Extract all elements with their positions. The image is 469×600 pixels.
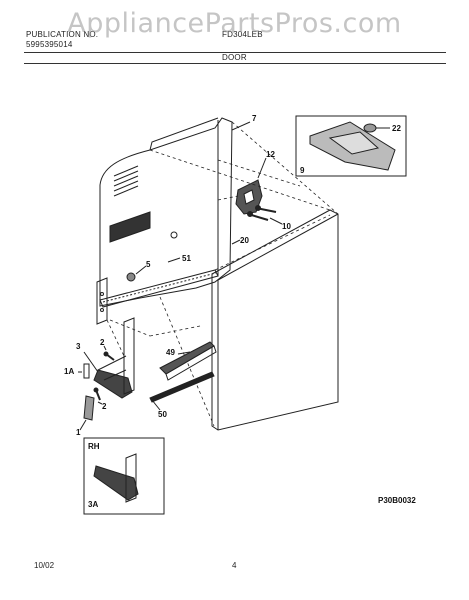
lower-rail xyxy=(99,269,219,308)
inner-door-panel xyxy=(99,117,233,307)
callout-7: 7 xyxy=(252,114,257,123)
diagram-code: P30B0032 xyxy=(378,496,416,505)
callout-1: 1 xyxy=(76,428,81,437)
callout-3: 3 xyxy=(76,342,81,351)
callout-2-bottom: 2 xyxy=(102,402,107,411)
callout-3a: 3A xyxy=(88,500,99,509)
callout-22: 22 xyxy=(392,124,401,133)
header-rule xyxy=(24,52,446,53)
callout-51: 51 xyxy=(182,254,191,263)
panel-dimple xyxy=(170,231,178,239)
publication-label: PUBLICATION NO. xyxy=(26,30,99,39)
front-door-skin xyxy=(211,209,339,431)
publication-number: 5995395014 xyxy=(26,40,73,49)
panel-top-edge xyxy=(149,117,219,151)
callout-1a: 1A xyxy=(64,367,75,376)
window-slot xyxy=(109,211,151,243)
inset-box-9 xyxy=(295,115,407,177)
door-skin-edge xyxy=(217,213,339,281)
callout-2-top: 2 xyxy=(100,338,105,347)
model-number: FD304LEB xyxy=(222,30,263,39)
pin-1a xyxy=(83,363,90,379)
roller-1 xyxy=(83,395,95,421)
callout-5: 5 xyxy=(146,260,151,269)
callout-9: 9 xyxy=(300,166,305,175)
footer-date: 10/02 xyxy=(34,561,55,570)
gasket-50 xyxy=(149,371,215,403)
footer-page-number: 4 xyxy=(232,561,237,570)
side-bracket xyxy=(96,277,108,325)
callout-rh: RH xyxy=(88,442,100,451)
vent-slots xyxy=(113,165,139,197)
hinge-arm-3 xyxy=(93,369,133,399)
callout-12: 12 xyxy=(266,150,275,159)
callout-49: 49 xyxy=(166,348,175,357)
callout-20: 20 xyxy=(240,236,249,245)
callout-50: 50 xyxy=(158,410,167,419)
hinge-arm-3a xyxy=(93,465,139,501)
inset-box-rh xyxy=(83,437,165,515)
screw-5 xyxy=(126,272,136,282)
bumper-22 xyxy=(363,123,377,133)
section-title: DOOR xyxy=(222,53,247,62)
callout-10: 10 xyxy=(282,222,291,231)
section-rule xyxy=(24,63,446,64)
watermark-logo: AppliancePartsPros.com xyxy=(67,8,402,39)
